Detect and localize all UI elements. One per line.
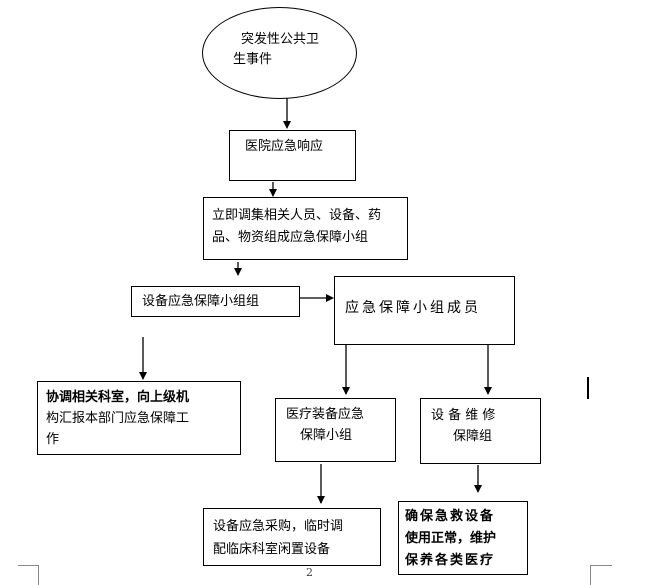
ensure-equipment-box: 确保急救设备 使用正常，维护 保养各类医疗	[398, 501, 528, 575]
emergency-purchase-line1: 设备应急采购，临时调	[213, 519, 344, 534]
ensure-equipment-line2: 使用正常，维护	[405, 531, 497, 546]
equipment-repair-group-box: 设 备 维 修 保障组	[420, 398, 541, 464]
start-event-line1: 突发性公共卫	[241, 32, 320, 47]
page-corner-mark-right-h	[590, 565, 612, 566]
coordinate-line3: 作	[46, 432, 60, 447]
hospital-response-box: 医院应急响应	[229, 130, 356, 181]
assemble-group-line2: 品、物资组成应急保障小组	[212, 230, 369, 245]
emergency-purchase-line2: 配临床科室闲置设备	[213, 542, 331, 557]
medical-equipment-line1: 医疗装备应急	[286, 407, 365, 422]
ensure-equipment-line1: 确保急救设备	[405, 509, 496, 524]
coordinate-departments-box: 协调相关科室，向上级机 构汇报本部门应急保障工 作	[37, 381, 241, 455]
coordinate-line2: 构汇报本部门应急保障工	[46, 411, 190, 426]
equipment-repair-line1: 设 备 维 修	[431, 408, 496, 423]
assemble-group-line1: 立即调集相关人员、设备、药	[212, 208, 382, 223]
page-number: 2	[306, 566, 313, 579]
equipment-emergency-group-box: 设备应急保障小组组	[131, 286, 300, 317]
start-event-ellipse: 突发性公共卫 生事件	[202, 7, 357, 99]
group-members-label: 应急保障小组成员	[345, 300, 481, 316]
hospital-response-label: 医院应急响应	[245, 139, 324, 154]
group-members-box: 应急保障小组成员	[334, 276, 515, 345]
page-corner-mark-right	[590, 565, 591, 585]
coordinate-line1: 协调相关科室，向上级机	[46, 390, 190, 405]
equipment-emergency-group-label: 设备应急保障小组组	[142, 294, 260, 309]
emergency-purchase-box: 设备应急采购，临时调 配临床科室闲置设备	[203, 508, 381, 566]
equipment-repair-line2: 保障组	[453, 429, 493, 444]
assemble-group-box: 立即调集相关人员、设备、药 品、物资组成应急保障小组	[203, 197, 408, 260]
ensure-equipment-line3: 保养各类医疗	[405, 553, 496, 568]
medical-equipment-group-box: 医疗装备应急 保障小组	[275, 398, 396, 462]
start-event-line2: 生事件	[233, 52, 273, 67]
text-cursor-mark	[587, 377, 589, 399]
page-corner-mark-left	[28, 565, 39, 585]
medical-equipment-line2: 保障小组	[300, 428, 353, 443]
page-corner-mark-left-h	[18, 565, 38, 566]
